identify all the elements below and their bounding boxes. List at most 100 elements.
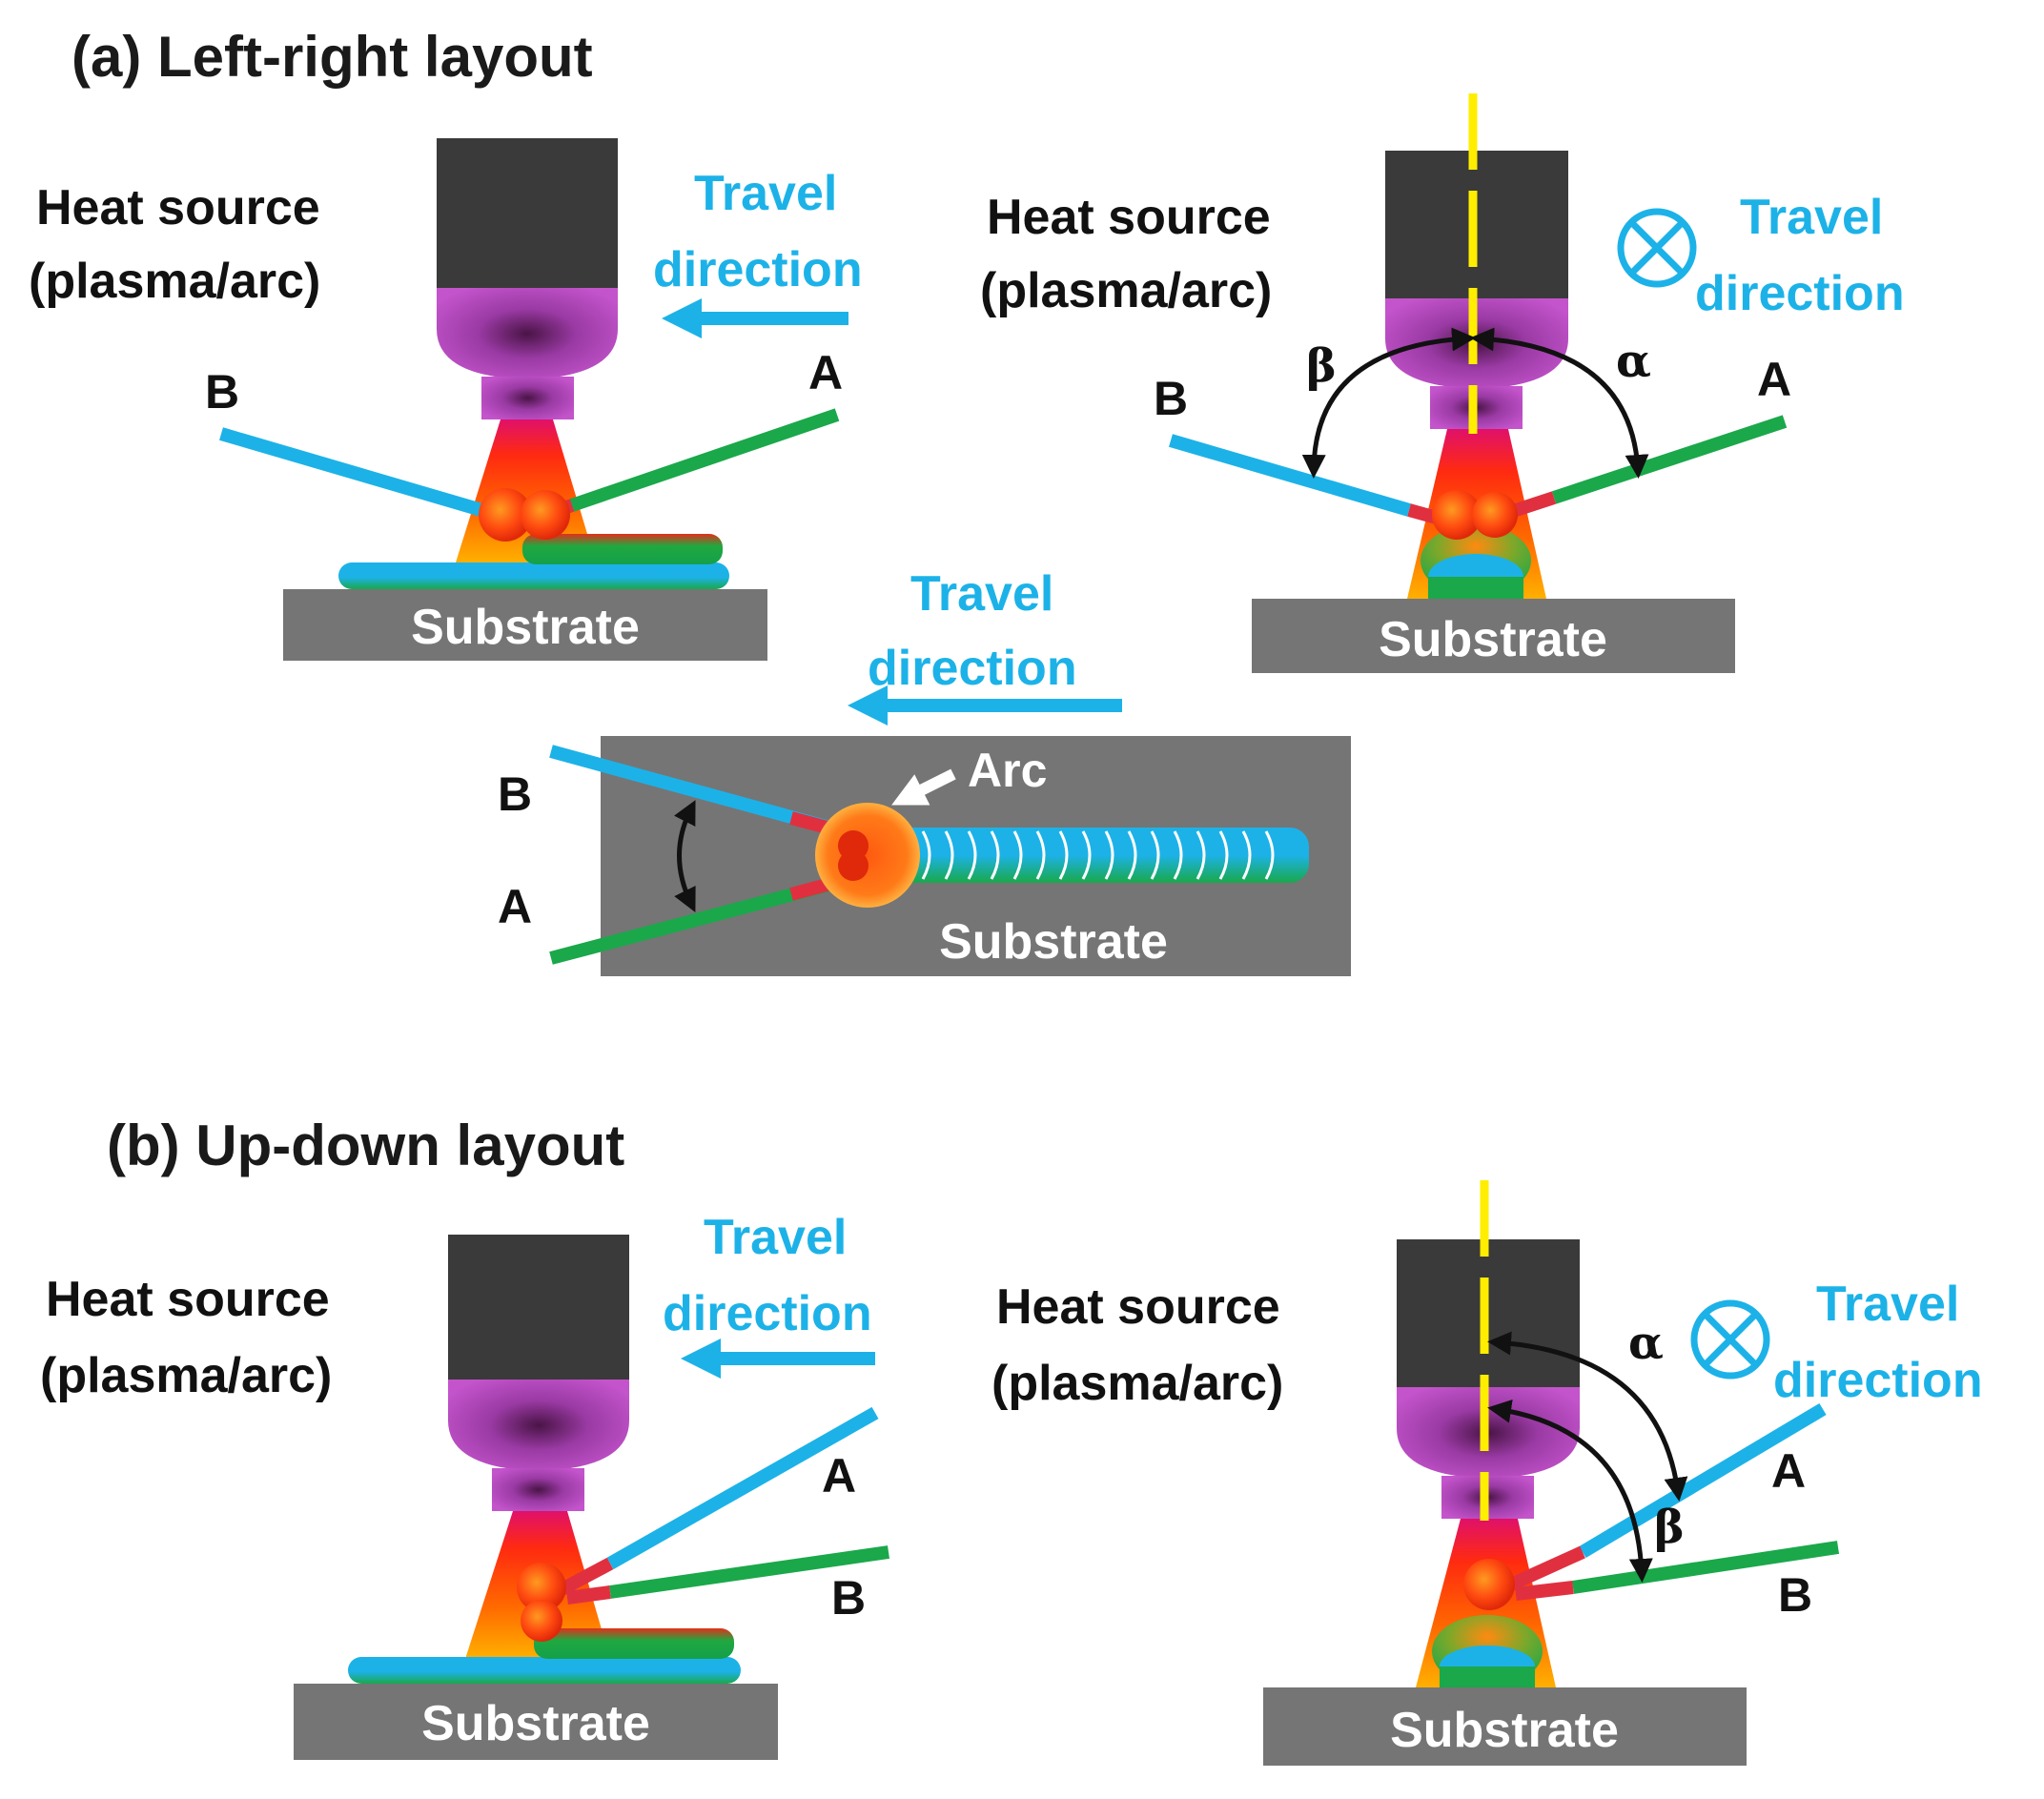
bead-ripple — [1150, 830, 1160, 880]
wire-a-label: A — [1757, 353, 1791, 406]
deposited-bead — [348, 1657, 741, 1684]
bead-ripple — [1218, 830, 1229, 880]
alpha-label: α — [1616, 335, 1651, 388]
beta-label: β — [1306, 339, 1337, 393]
droplet — [1463, 1559, 1515, 1610]
wire-a — [606, 1406, 879, 1570]
wire-a-label: A — [498, 880, 532, 933]
heat-source-label: Heat source — [987, 190, 1271, 245]
wire-b-label: B — [205, 365, 239, 419]
wire-b-tip — [566, 1585, 611, 1605]
bead-ripple — [1058, 830, 1069, 880]
deposited-bead — [338, 562, 729, 589]
droplet — [838, 850, 869, 881]
substrate-label: Substrate — [411, 600, 640, 655]
bead-ripple — [967, 830, 977, 880]
wire-b — [549, 745, 831, 834]
nozzle-tip — [481, 377, 574, 419]
heat-source-sublabel: (plasma/arc) — [29, 254, 320, 309]
wire-b-tip — [1515, 1581, 1574, 1601]
travel-sublabel: direction — [1695, 266, 1905, 321]
wire-b — [219, 427, 483, 517]
heat-source-sublabel: (plasma/arc) — [40, 1348, 332, 1403]
torch-nozzle — [437, 288, 618, 379]
circled-times-icon — [1617, 208, 1697, 288]
wire-a-label: A — [822, 1449, 856, 1503]
arc-label: Arc — [968, 744, 1047, 797]
substrate-label: Substrate — [939, 914, 1168, 970]
substrate-label: Substrate — [1379, 612, 1607, 667]
substrate-label: Substrate — [1390, 1703, 1619, 1758]
beta-label: β — [1654, 1501, 1685, 1554]
heat-source-sublabel: (plasma/arc) — [980, 263, 1272, 318]
travel-label: Travel — [704, 1210, 847, 1265]
bead-ripple — [1264, 830, 1275, 880]
beta-angle-arrow — [1487, 1399, 1653, 1583]
deposited-bead-top — [534, 1628, 734, 1659]
travel-sublabel: direction — [663, 1286, 872, 1341]
wire-b-label: B — [1154, 372, 1188, 425]
bead-ripples — [921, 830, 1275, 880]
bead-ripple — [944, 830, 954, 880]
alpha-angle-arrow — [1487, 1331, 1688, 1502]
wire-a-label: A — [1771, 1444, 1806, 1498]
travel-sublabel: direction — [1773, 1353, 1983, 1408]
travel-label: Travel — [1816, 1277, 1959, 1332]
panel-a-left-view: Heat source (plasma/arc) Travel directio… — [29, 138, 863, 661]
bead-base — [1428, 577, 1523, 599]
substrate — [294, 1684, 778, 1760]
travel-sublabel: direction — [653, 242, 863, 297]
substrate — [1252, 599, 1735, 673]
wire-a — [549, 878, 831, 965]
wire-b-label: B — [831, 1571, 866, 1625]
arc-spot — [815, 803, 920, 908]
torch-body — [437, 138, 618, 288]
torch-body — [448, 1235, 629, 1380]
substrate-label: Substrate — [421, 1696, 650, 1751]
alpha-angle-arrow — [1470, 327, 1649, 479]
heat-source-label: Heat source — [46, 1272, 330, 1327]
panel-b-right-view: Heat source (plasma/arc) Travel directio… — [991, 1180, 1983, 1766]
beta-angle-arrow — [1301, 327, 1476, 479]
panel-b-left-view: Heat source (plasma/arc) Travel directio… — [40, 1210, 889, 1760]
nozzle-tip — [492, 1468, 584, 1511]
bead-ripple — [1012, 830, 1023, 880]
deposited-bead-top — [522, 534, 723, 564]
wire-b — [1169, 434, 1411, 517]
panel-b-title: (b) Up-down layout — [107, 1114, 624, 1177]
droplet — [479, 488, 532, 542]
droplet — [517, 1563, 566, 1612]
bead-ripple — [990, 830, 1000, 880]
wire-angle-arrow — [674, 800, 696, 912]
bead-ripple — [1241, 830, 1252, 880]
travel-label: Travel — [910, 566, 1053, 622]
wire-a-label: A — [808, 346, 843, 399]
arc-pointer-arrow — [891, 768, 956, 806]
bead-ripple — [921, 830, 931, 880]
travel-label: Travel — [1740, 190, 1883, 245]
heat-source-label: Heat source — [996, 1279, 1280, 1335]
wire-b — [609, 1545, 889, 1599]
bead-ripple — [1196, 830, 1206, 880]
bead-base — [1440, 1666, 1535, 1687]
panel-a-top-view: Travel direction Arc B A Substrate — [498, 566, 1351, 976]
deposited-track — [863, 828, 1309, 883]
wire-b-label: B — [1778, 1568, 1812, 1622]
panel-a-title: (a) Left-right layout — [72, 25, 593, 89]
travel-label: Travel — [694, 166, 837, 221]
circled-times-icon — [1690, 1299, 1770, 1380]
alpha-label: α — [1628, 1317, 1664, 1370]
wire-b-label: B — [498, 767, 532, 821]
bead-ripple — [1173, 830, 1183, 880]
droplet — [1472, 492, 1518, 538]
droplet — [521, 1600, 562, 1642]
substrate — [1263, 1687, 1747, 1766]
bead-ripple — [1035, 830, 1046, 880]
droplet — [521, 490, 570, 540]
heat-source-sublabel: (plasma/arc) — [991, 1356, 1283, 1411]
panel-a-right-view: Heat source (plasma/arc) Travel directio… — [980, 93, 1905, 673]
bead-ripple — [1104, 830, 1114, 880]
wire-a — [1551, 415, 1788, 504]
substrate — [283, 589, 767, 661]
